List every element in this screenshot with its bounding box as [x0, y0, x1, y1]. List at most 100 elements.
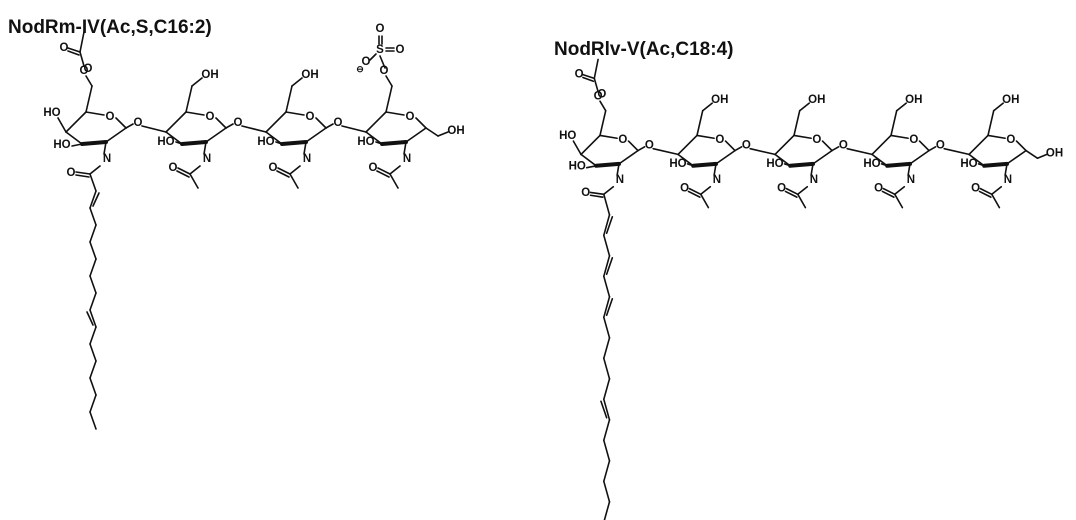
- acyl-chain-bond: [602, 398, 611, 421]
- ch2-bond: [599, 109, 607, 137]
- glycosidic-bond: [831, 146, 840, 152]
- hydroxyl-label: HO: [357, 136, 374, 148]
- carbonyl-bond: [176, 170, 190, 178]
- ester-oxygen: O: [380, 65, 389, 77]
- molecule-title-1: NodRm-IV(Ac,S,C16:2): [8, 17, 212, 38]
- acyl-double-bond: [86, 311, 94, 326]
- ring-oxygen: O: [306, 111, 315, 123]
- reducing-end-bond: [425, 127, 439, 137]
- amide-bond: [303, 141, 307, 155]
- hydroxyl-bond: [375, 141, 383, 145]
- acyl-chain-bond: [602, 316, 611, 339]
- ring-bond: [580, 153, 598, 167]
- ring-bond: [774, 134, 795, 156]
- glycosidic-bond: [749, 147, 776, 156]
- ring-bond: [774, 153, 792, 167]
- hydroxyl-label: HO: [157, 136, 174, 148]
- hydroxyl-label: HO: [669, 158, 686, 170]
- hydroxyl-bond: [585, 165, 598, 169]
- acyl-chain-bond: [89, 275, 97, 294]
- ring-bond: [812, 149, 833, 165]
- acyl-chain-bond: [89, 241, 97, 260]
- ring-bond: [627, 140, 639, 152]
- hydroxyl-label: HO: [569, 161, 586, 173]
- ring-bond: [415, 117, 427, 129]
- ring-bond: [1006, 149, 1027, 165]
- carbonyl-bond: [688, 187, 702, 196]
- ring-oxygen: O: [909, 134, 918, 146]
- acetyl-oxygen: O: [575, 68, 584, 80]
- amide-bond: [602, 185, 615, 196]
- glycosidic-bond: [928, 146, 937, 152]
- sulfate-oxygen: O: [376, 23, 385, 35]
- acyl-double-bond: [605, 297, 614, 317]
- glycosidic-bond: [141, 125, 167, 133]
- ring-bond: [280, 140, 308, 146]
- ring-oxygen: O: [618, 134, 627, 146]
- sulfate-sulfur: S: [376, 44, 384, 56]
- glycosidic-oxygen: O: [936, 140, 945, 152]
- carbonyl-oxygen: O: [971, 182, 980, 194]
- acetyl-methyl-bond: [593, 58, 599, 80]
- acyl-double-bond: [605, 216, 614, 235]
- ring-bond: [215, 117, 227, 129]
- glycosidic-bond: [241, 125, 267, 133]
- hydroxyl-label: OH: [711, 94, 728, 106]
- charge-symbol: ⊖: [356, 64, 364, 74]
- carbonyl-bond: [276, 170, 290, 178]
- ester-bond: [385, 75, 393, 87]
- ring-bond: [793, 134, 812, 140]
- ch2-bond: [285, 85, 293, 113]
- ring-bond: [315, 117, 327, 129]
- amide-bond: [713, 163, 717, 177]
- acyl-chain-bond: [602, 357, 611, 380]
- hydroxyl-bond: [71, 143, 83, 147]
- amide-bond: [389, 165, 401, 175]
- ring-oxygen: O: [106, 111, 115, 123]
- carbonyl-oxygen: O: [369, 162, 378, 174]
- ring-bond: [821, 140, 833, 152]
- ring-bond: [599, 134, 618, 140]
- ring-bond: [968, 153, 986, 167]
- ring-bond: [180, 140, 208, 146]
- amide-nitrogen: N: [810, 174, 818, 186]
- hydroxyl-bond: [895, 102, 908, 112]
- ring-bond: [594, 161, 621, 168]
- acyl-chain-bond: [602, 295, 611, 319]
- acetyl-carbonyl-bond: [67, 50, 80, 56]
- methyl-bond: [289, 173, 299, 189]
- ch2-bond: [793, 109, 801, 137]
- acetyl-carbonyl-bond: [67, 47, 81, 53]
- molecule-title-2: NodRlv-V(Ac,C18:4): [554, 39, 733, 60]
- methyl-bond: [990, 193, 1001, 209]
- amide-bond: [103, 141, 107, 155]
- acyl-double-bond: [605, 256, 614, 276]
- acyl-chain-bond: [89, 326, 97, 345]
- ring-bond: [285, 111, 305, 116]
- ring-bond: [871, 134, 892, 156]
- hydroxyl-bond: [992, 102, 1005, 112]
- reducing-end-bond: [1025, 149, 1039, 159]
- hydroxyl-bond: [191, 77, 203, 87]
- acyl-carbonyl-bond: [589, 191, 605, 196]
- amide-bond: [89, 165, 101, 175]
- ester-oxygen: O: [80, 65, 89, 77]
- ring-bond: [968, 134, 989, 156]
- amide-bond: [616, 163, 620, 177]
- ring-bond: [265, 131, 283, 145]
- amide-nitrogen: N: [616, 174, 624, 186]
- amide-nitrogen: N: [103, 153, 111, 165]
- hydroxyl-label: OH: [1002, 94, 1019, 106]
- methyl-bond: [796, 193, 807, 209]
- hydroxyl-bond: [175, 141, 183, 145]
- ring-oxygen: O: [715, 134, 724, 146]
- amide-nitrogen: N: [1004, 174, 1012, 186]
- ring-bond: [691, 161, 718, 168]
- glycosidic-oxygen: O: [839, 140, 848, 152]
- ring-bond: [165, 131, 183, 145]
- acyl-carbonyl-oxygen: O: [581, 187, 590, 199]
- hydroxyl-bond: [701, 102, 714, 112]
- acetyl-ester-oxygen: O: [597, 88, 606, 100]
